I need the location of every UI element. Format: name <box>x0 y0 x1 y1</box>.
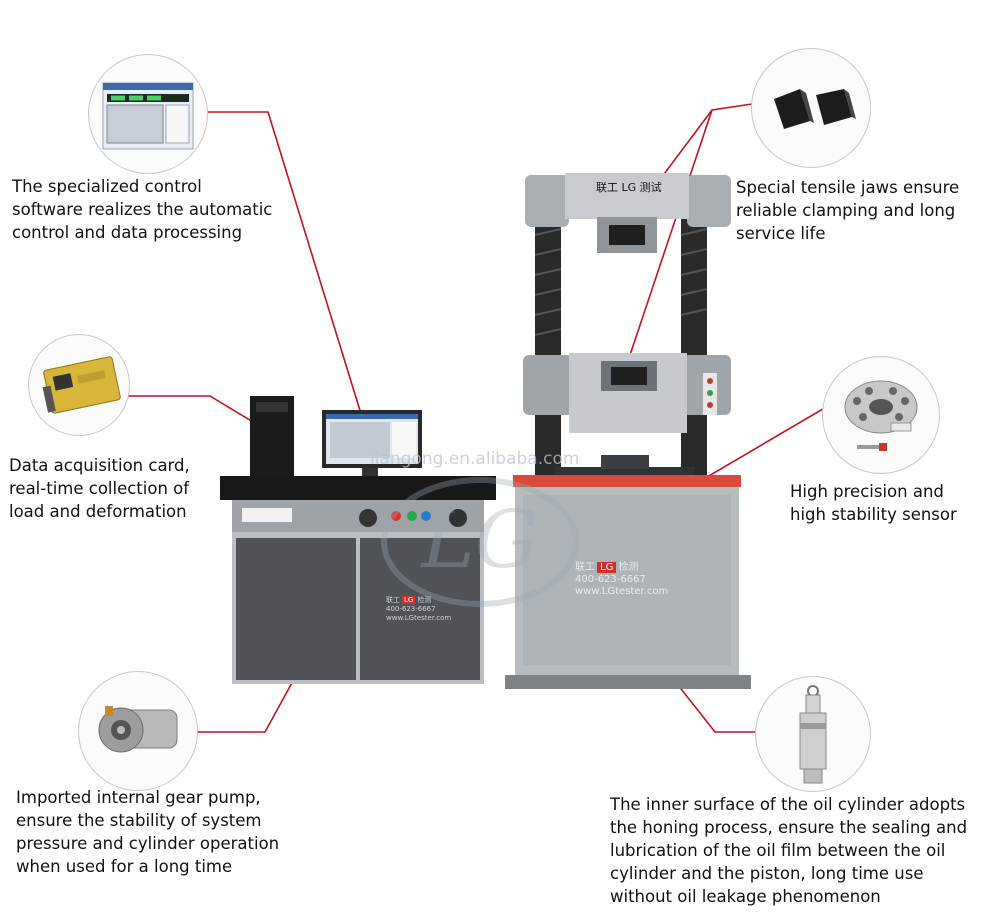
cap-left <box>525 175 569 227</box>
software-callout: The specialized control software realize… <box>12 177 273 242</box>
cap-right <box>687 175 731 227</box>
jaws-thumbnail <box>751 48 871 168</box>
card-thumbnail <box>28 334 130 436</box>
oil-cylinder-icon <box>799 685 827 784</box>
pump-callout: Imported internal gear pump, ensure the … <box>16 788 280 876</box>
gear-pump-icon <box>98 706 178 753</box>
software-leader <box>205 111 367 431</box>
software-thumbnail <box>88 54 208 174</box>
crosshead-label: 联工 LG 测试 <box>596 181 662 194</box>
lg-watermark-logo: LG <box>381 477 579 607</box>
cylinder-thumbnail <box>755 676 871 792</box>
sensor-callout: High precision and high stability sensor <box>790 482 957 524</box>
jaws-leader-2 <box>624 109 713 371</box>
upper-crosshead <box>565 173 689 219</box>
screw-right <box>681 195 707 495</box>
pump-thumbnail <box>78 671 198 791</box>
cabinet-door-right <box>360 538 480 680</box>
watermark-text: liangong.en.alibaba.com <box>370 449 580 469</box>
desk-top <box>220 476 496 500</box>
control-console <box>220 396 496 684</box>
base-red-band <box>513 475 741 487</box>
svg-text:LG: LG <box>419 493 538 586</box>
software-screenshot-icon <box>102 82 194 150</box>
screw-left <box>535 195 561 495</box>
testing-machine <box>505 173 751 689</box>
cylinder-callout: The inner surface of the oil cylinder ad… <box>610 795 968 906</box>
acquisition-card-icon <box>42 356 121 414</box>
cabinet-door-left <box>236 538 356 680</box>
card-callout: Data acquisition card, real-time collect… <box>9 456 190 521</box>
load-sensor-icon <box>844 380 918 451</box>
tensile-jaws-icon <box>774 89 856 129</box>
sensor-thumbnail <box>822 356 940 474</box>
jaws-callout: Special tensile jaws ensure reliable cla… <box>736 178 960 243</box>
